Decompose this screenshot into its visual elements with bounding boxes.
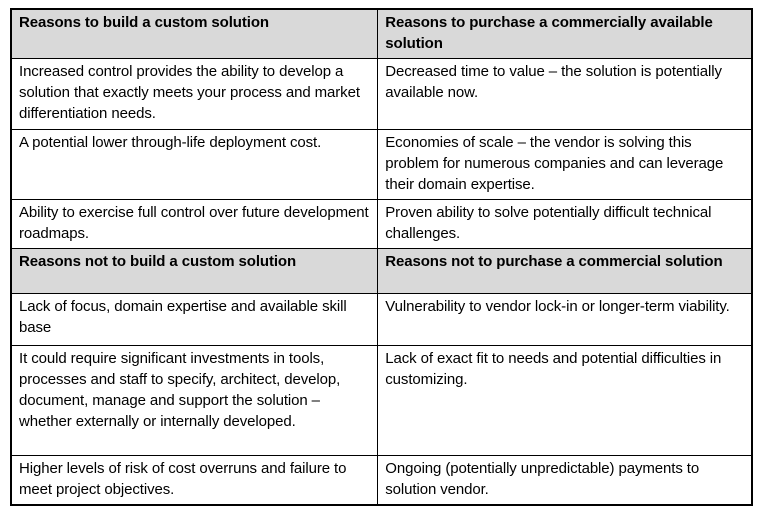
table-row: A potential lower through-life deploymen… xyxy=(10,129,753,200)
cell-build-reason-1: Increased control provides the ability t… xyxy=(10,58,379,130)
cell-purchase-reason-1: Decreased time to value – the solution i… xyxy=(377,58,753,130)
cell-not-purchase-reason-3: Ongoing (potentially unpredictable) paym… xyxy=(377,455,753,506)
table-row: Ability to exercise full control over fu… xyxy=(10,199,753,249)
cell-not-purchase-reason-2: Lack of exact fit to needs and potential… xyxy=(377,345,753,456)
section-header-row-not-build-vs-not-purchase: Reasons not to build a custom solution R… xyxy=(10,248,753,294)
cell-build-reason-2: A potential lower through-life deploymen… xyxy=(10,129,379,200)
cell-not-build-reason-2: It could require significant investments… xyxy=(10,345,379,456)
cell-not-build-reason-1: Lack of focus, domain expertise and avai… xyxy=(10,293,379,346)
cell-not-purchase-reason-1: Vulnerability to vendor lock-in or longe… xyxy=(377,293,753,346)
table-row: Increased control provides the ability t… xyxy=(10,58,753,130)
cell-purchase-reason-3: Proven ability to solve potentially diff… xyxy=(377,199,753,249)
document-page: Reasons to build a custom solution Reaso… xyxy=(10,8,753,506)
section-header-row-build-vs-purchase: Reasons to build a custom solution Reaso… xyxy=(10,8,753,59)
header-cell-purchase-reasons: Reasons to purchase a commercially avail… xyxy=(377,8,753,59)
build-vs-buy-comparison-table: Reasons to build a custom solution Reaso… xyxy=(10,8,753,506)
header-cell-not-purchase-reasons: Reasons not to purchase a commercial sol… xyxy=(377,248,753,294)
header-cell-not-build-reasons: Reasons not to build a custom solution xyxy=(10,248,379,294)
header-cell-build-reasons: Reasons to build a custom solution xyxy=(10,8,379,59)
cell-build-reason-3: Ability to exercise full control over fu… xyxy=(10,199,379,249)
table-row: It could require significant investments… xyxy=(10,345,753,456)
table-row: Higher levels of risk of cost overruns a… xyxy=(10,455,753,506)
cell-purchase-reason-2: Economies of scale – the vendor is solvi… xyxy=(377,129,753,200)
cell-not-build-reason-3: Higher levels of risk of cost overruns a… xyxy=(10,455,379,506)
table-row: Lack of focus, domain expertise and avai… xyxy=(10,293,753,346)
